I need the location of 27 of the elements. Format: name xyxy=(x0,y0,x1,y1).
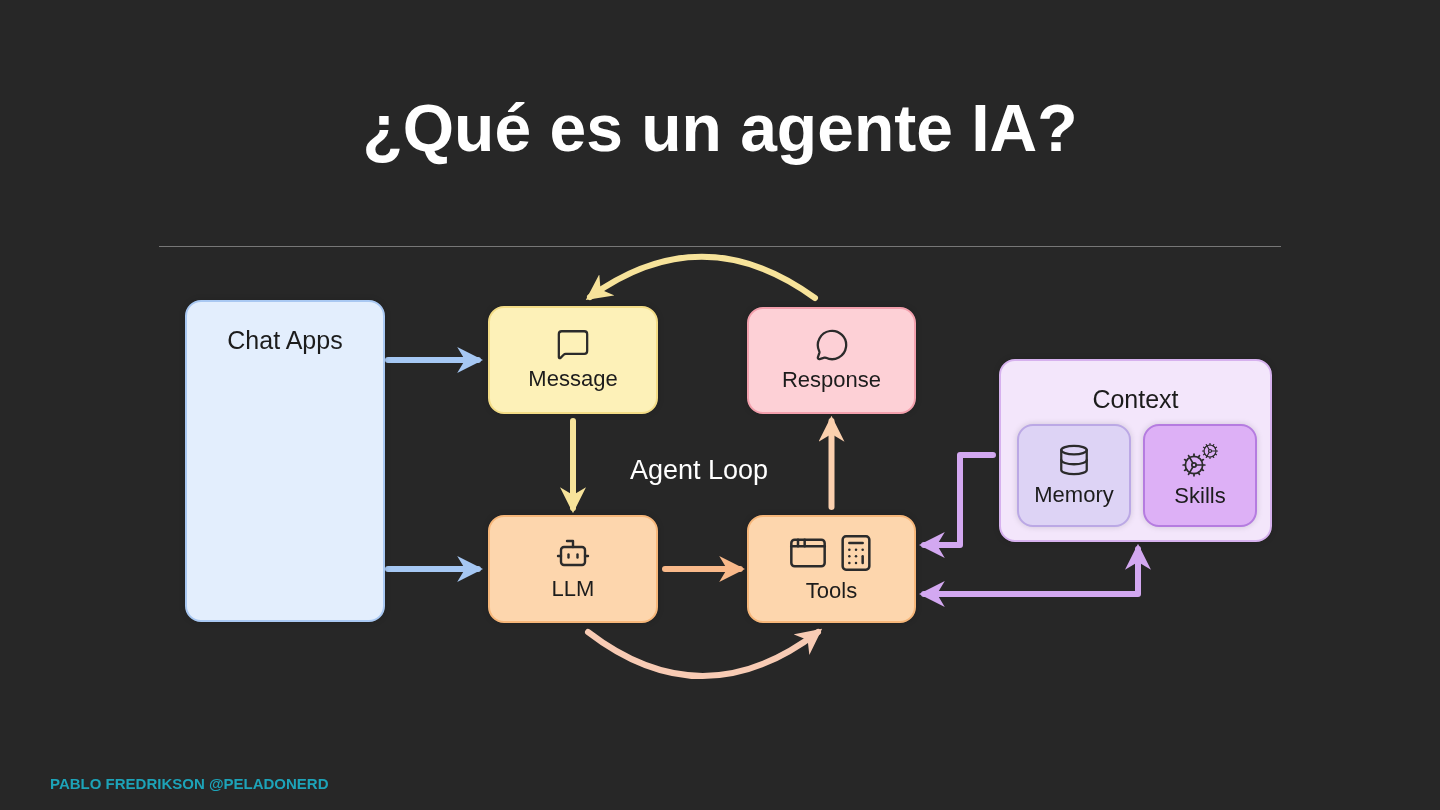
arrow xyxy=(918,543,1151,607)
arrow xyxy=(818,415,845,510)
arrow xyxy=(918,452,996,558)
arrow xyxy=(385,347,484,373)
arrow xyxy=(585,629,823,679)
process-box xyxy=(747,515,916,623)
loop-label: Agent Loop xyxy=(630,454,769,487)
group-title: Context xyxy=(1092,384,1179,415)
node-label: Message xyxy=(528,365,618,393)
arrow xyxy=(560,418,586,514)
arrow xyxy=(385,556,484,582)
component-box xyxy=(1143,424,1257,527)
arrow xyxy=(585,253,818,301)
process-box xyxy=(488,306,658,414)
node-label: Response xyxy=(781,365,882,394)
group-box xyxy=(185,300,385,622)
node-label: Memory xyxy=(1034,480,1114,509)
node-label: Skills xyxy=(1174,481,1226,510)
group-title: Chat Apps xyxy=(227,325,343,356)
process-box xyxy=(747,307,916,414)
arrow xyxy=(662,556,746,582)
process-box xyxy=(488,515,658,623)
group-box xyxy=(999,359,1272,542)
footer-credit: PABLO FREDRIKSON @PELADONERD xyxy=(50,774,329,794)
node-label: Tools xyxy=(805,577,858,605)
node-label: LLM xyxy=(551,575,595,603)
component-box xyxy=(1017,424,1131,527)
